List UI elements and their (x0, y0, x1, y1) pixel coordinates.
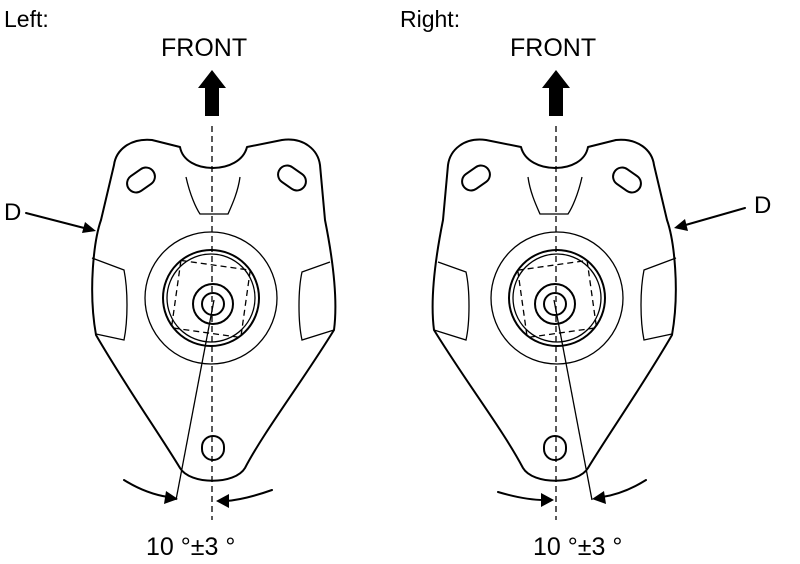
part-label-d: D (4, 199, 22, 226)
rod-inner (543, 292, 567, 316)
rod-outer (192, 283, 234, 325)
upper-right-slot (612, 166, 642, 194)
lower-slot (201, 435, 225, 461)
middle-ring (508, 249, 606, 347)
leader-arrow-icon (25, 212, 96, 233)
rod-inner (201, 292, 225, 316)
right-rib (640, 257, 677, 341)
outer-ring (490, 231, 624, 365)
angle-label: 10 °±3 ° (533, 533, 623, 561)
middle-ring (162, 249, 260, 347)
mount-body-outline (431, 138, 677, 482)
right-mount-drawing (431, 70, 746, 520)
left-rib (91, 257, 128, 341)
hidden-nut (170, 259, 251, 339)
left-mount-drawing (25, 70, 337, 520)
hidden-nut (517, 259, 598, 339)
front-arrow-icon (542, 70, 570, 116)
part-label-d: D (754, 192, 772, 219)
angle-arrow-right-icon (216, 489, 273, 508)
upper-left-slot (126, 166, 156, 194)
rod-outer (534, 283, 576, 325)
right-rib (298, 261, 335, 341)
right-mount-panel: Right: FRONT D 10 °±3 ° (400, 0, 800, 564)
front-arrow-icon (198, 70, 226, 116)
front-notch (185, 176, 241, 215)
angle-label: 10 °±3 ° (146, 533, 236, 561)
side-label: Left: (4, 6, 49, 32)
inner-ring (512, 253, 602, 343)
upper-right-slot (277, 164, 307, 192)
front-label: FRONT (510, 34, 597, 62)
side-label: Right: (400, 6, 461, 32)
front-label: FRONT (161, 34, 248, 62)
left-rib (433, 261, 470, 341)
angle-arrow-left-icon (123, 479, 178, 504)
inner-ring (166, 253, 256, 343)
mount-body-outline (91, 138, 337, 482)
outer-ring (144, 231, 278, 365)
left-mount-panel: Left: FRONT D 10 °±3 ° (4, 6, 337, 561)
front-notch (527, 176, 583, 215)
lower-slot (543, 435, 567, 461)
angle-arrow-left-icon (497, 491, 554, 507)
angle-arrow-right-icon (592, 479, 647, 504)
leader-arrow-icon (674, 207, 746, 231)
upper-left-slot (461, 164, 491, 192)
